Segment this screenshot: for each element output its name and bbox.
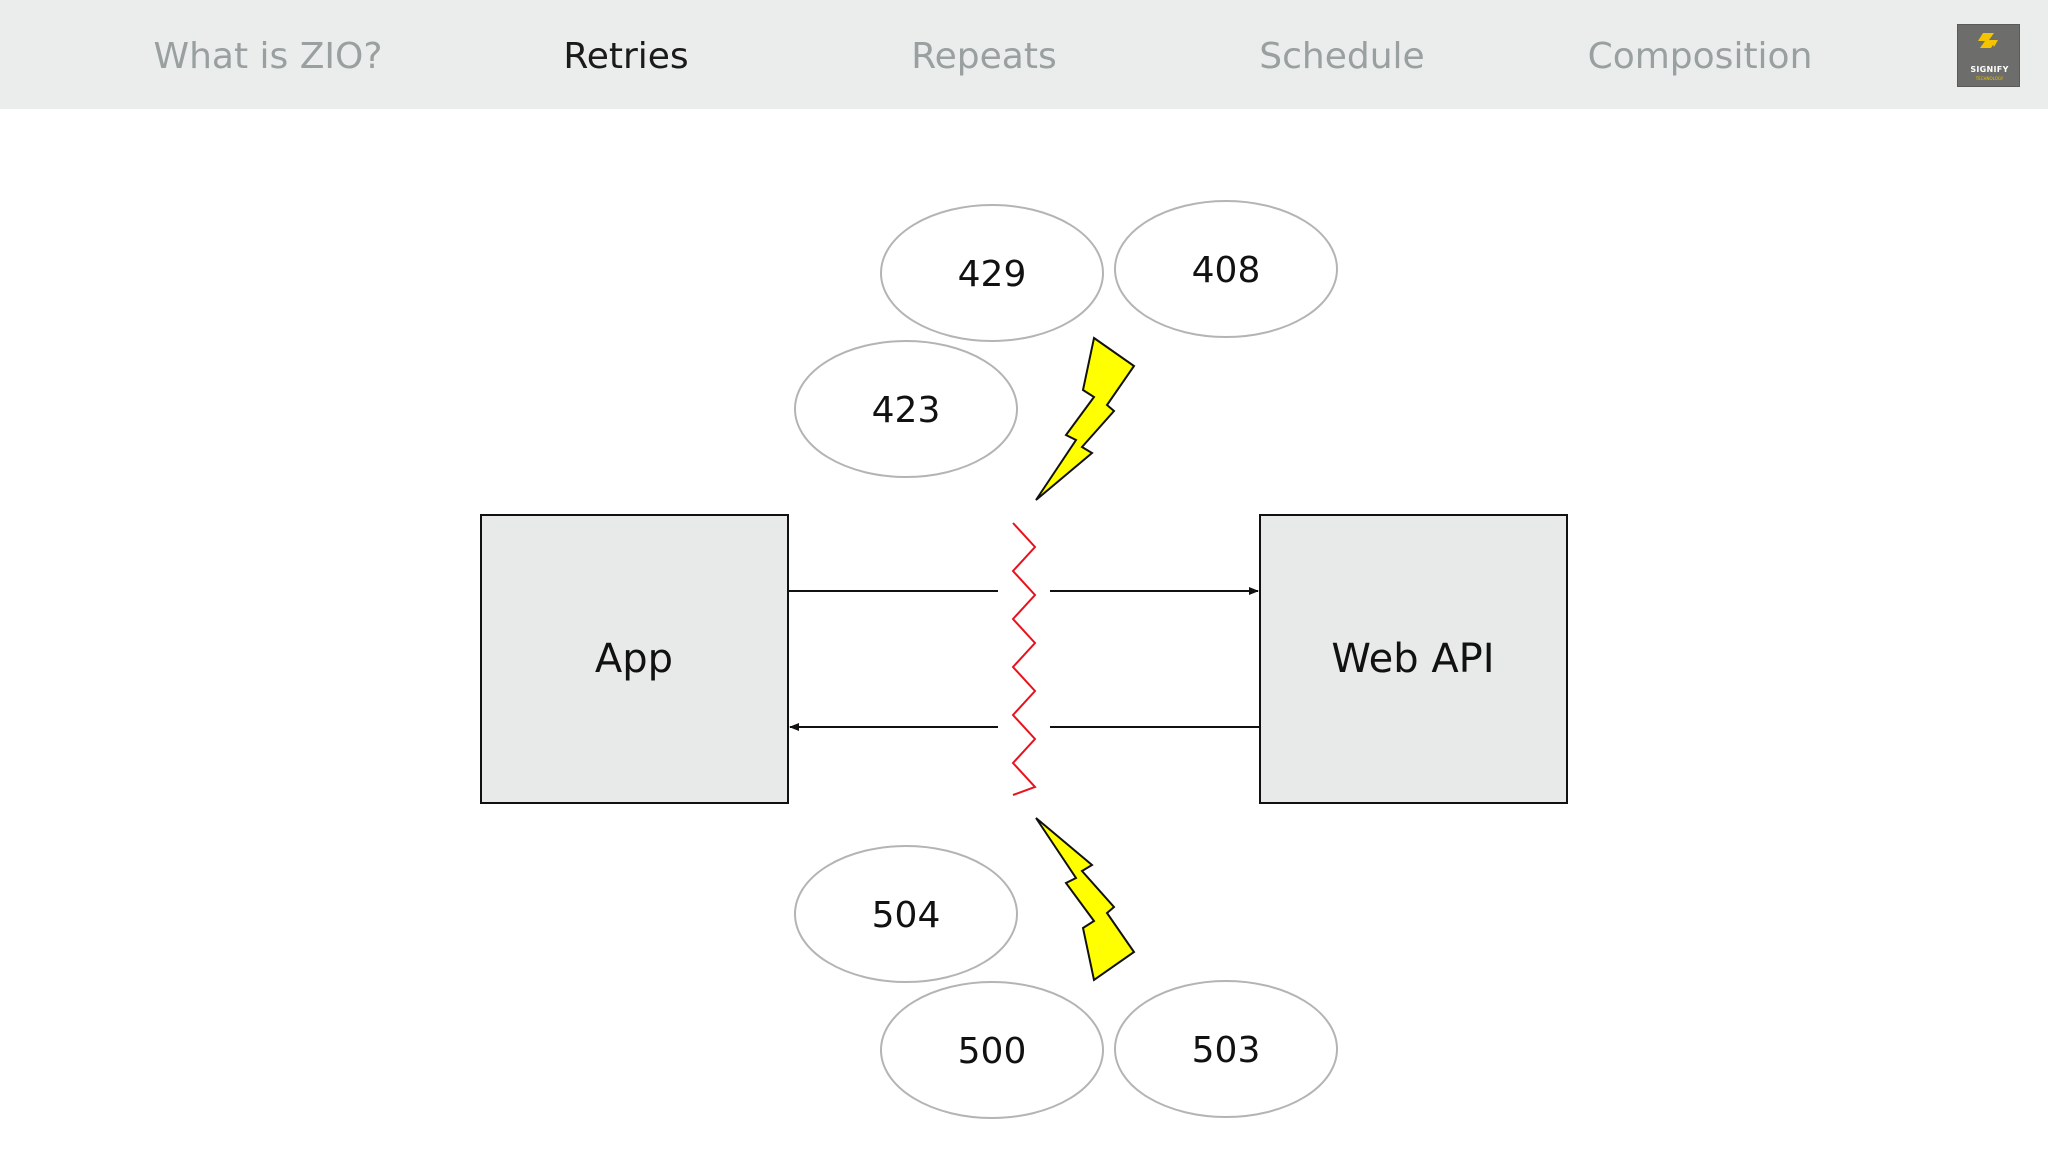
web-api-box-label: Web API [1331,636,1494,682]
error-code-label: 504 [872,895,941,936]
nav-tab-retries[interactable]: Retries [563,36,689,77]
top-navigation-bar: What is ZIO? Retries Repeats Schedule Co… [0,0,2048,109]
error-code-label: 503 [1192,1030,1261,1071]
error-bubble-423: 423 [794,340,1018,478]
lightning-bolt-bottom-icon [1035,817,1136,982]
app-box-label: App [595,636,673,682]
logo-tagline: TECHNOLOGY [1975,76,2004,81]
nav-tab-schedule[interactable]: Schedule [1259,36,1425,77]
nav-tab-repeats[interactable]: Repeats [911,36,1057,77]
web-api-box: Web API [1259,514,1568,804]
error-code-label: 423 [872,390,941,431]
error-bubble-429: 429 [880,204,1104,342]
error-bubble-504: 504 [794,845,1018,983]
connection-break-zigzag [1011,522,1037,796]
signify-logo-icon [1978,33,1998,48]
error-bubble-408: 408 [1114,200,1338,338]
nav-tab-what-is-zio[interactable]: What is ZIO? [153,36,383,77]
lightning-bolt-top-icon [1035,336,1136,501]
error-bubble-500: 500 [880,981,1104,1119]
signify-logo: SIGNIFY TECHNOLOGY [1957,24,2020,87]
error-code-label: 429 [958,254,1027,295]
app-box: App [480,514,789,804]
logo-wordmark: SIGNIFY [1970,65,2009,74]
error-bubble-503: 503 [1114,980,1338,1118]
nav-tab-composition[interactable]: Composition [1587,36,1813,77]
error-code-label: 500 [958,1031,1027,1072]
error-code-label: 408 [1192,250,1261,291]
